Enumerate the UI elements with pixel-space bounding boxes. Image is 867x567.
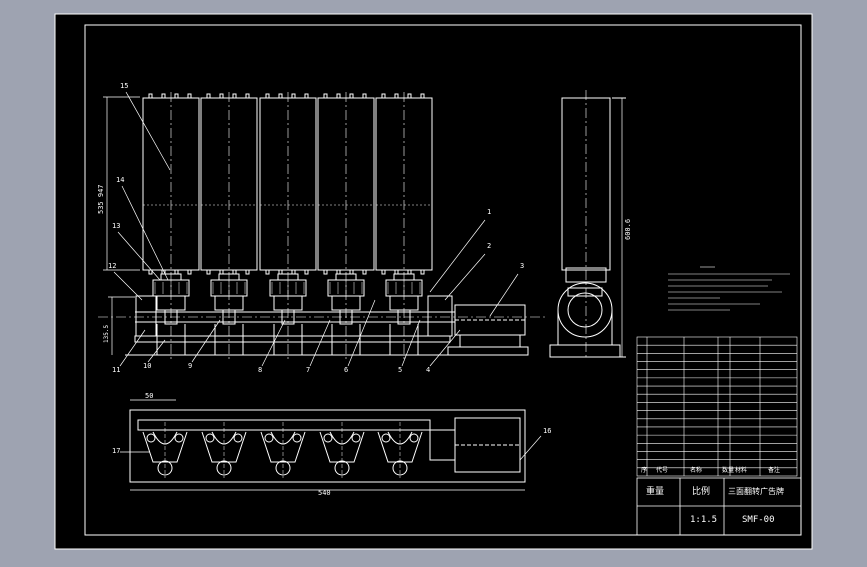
title-block [636,477,802,536]
leader-line [429,219,486,293]
base-dimension-label: 135.5 [103,325,110,343]
parts-header-remark: 备注 [768,466,780,474]
leader-line [117,231,161,281]
balloon-label: 6 [344,366,348,374]
balloon-label: 4 [426,366,430,374]
parts-header-name: 名称 [690,466,702,474]
parts-header-code: 代号 [656,466,668,474]
top-view-unit [142,422,188,478]
leader-line [519,435,542,461]
balloon-label: 14 [116,176,124,184]
balloon-label: 13 [112,222,120,230]
top-view-unit [201,422,247,478]
leader-line [113,271,143,301]
balloon-label: 9 [188,362,192,370]
side-height-label: 600.6 [624,219,632,240]
height-dimension-label: 535 947 [97,184,105,214]
top-view-unit [260,422,306,478]
leader-line [261,319,286,367]
parts-header-index: 序 [641,466,647,474]
gear-unit [210,273,248,355]
leader-line [119,329,146,367]
technical-notes [668,266,790,311]
leader-line [444,253,486,301]
gear-unit [269,273,307,355]
top-view [129,399,526,491]
leader-line [191,319,221,363]
side-view [549,90,626,360]
leader-line [147,339,166,363]
gear-unit [152,273,190,355]
display-panel [142,92,200,360]
gear-unit [385,273,423,355]
top-view-units [142,422,423,478]
balloon-label: 16 [543,427,551,435]
display-panel [375,92,433,360]
drive-shaft-assembly [98,295,545,356]
display-panels [142,92,433,360]
balloon-label: 8 [258,366,262,374]
parts-list-header: 序 代号 名称 数量 材料 备注 [641,466,780,474]
balloon-label: 7 [306,366,310,374]
title-scale-label: 比例 [692,485,710,497]
leader-line [309,319,331,367]
length-dimension-label: 540 [318,489,331,497]
leader-line [347,299,376,367]
parts-list-table [636,336,798,477]
balloon-label: 11 [112,366,120,374]
balloon-label: 1 [487,208,491,216]
balloon-label: 3 [520,262,524,270]
leader-line [401,319,421,367]
title-weight-label: 重量 [646,485,664,497]
gear-unit [327,273,365,355]
leader-line [121,185,169,281]
parts-header-material: 材料 [735,466,747,474]
display-panel [259,92,317,360]
gear-units [152,273,423,355]
top-view-unit [319,422,365,478]
leader-line [125,91,171,171]
title-scale-value: 1:1.5 [690,515,717,525]
balloon-label: 2 [487,242,491,250]
leader-lines [113,91,542,461]
balloon-label: 10 [143,362,151,370]
leader-line [489,273,519,317]
title-drawing-code: SMF-00 [742,515,775,525]
balloon-label: 17 [112,447,120,455]
drawing-frame [84,24,802,536]
display-panel [200,92,258,360]
height-dimension [103,96,140,355]
top-view-unit [377,422,423,478]
display-panel [317,92,375,360]
balloon-label: 15 [120,82,128,90]
title-drawing-name: 三面翻转广告牌 [728,486,784,496]
balloon-label: 5 [398,366,402,374]
leader-line [429,329,461,367]
pitch-dimension-label: 50 [145,392,153,400]
balloon-label: 12 [108,262,116,270]
parts-header-qty: 数量 [722,466,734,474]
